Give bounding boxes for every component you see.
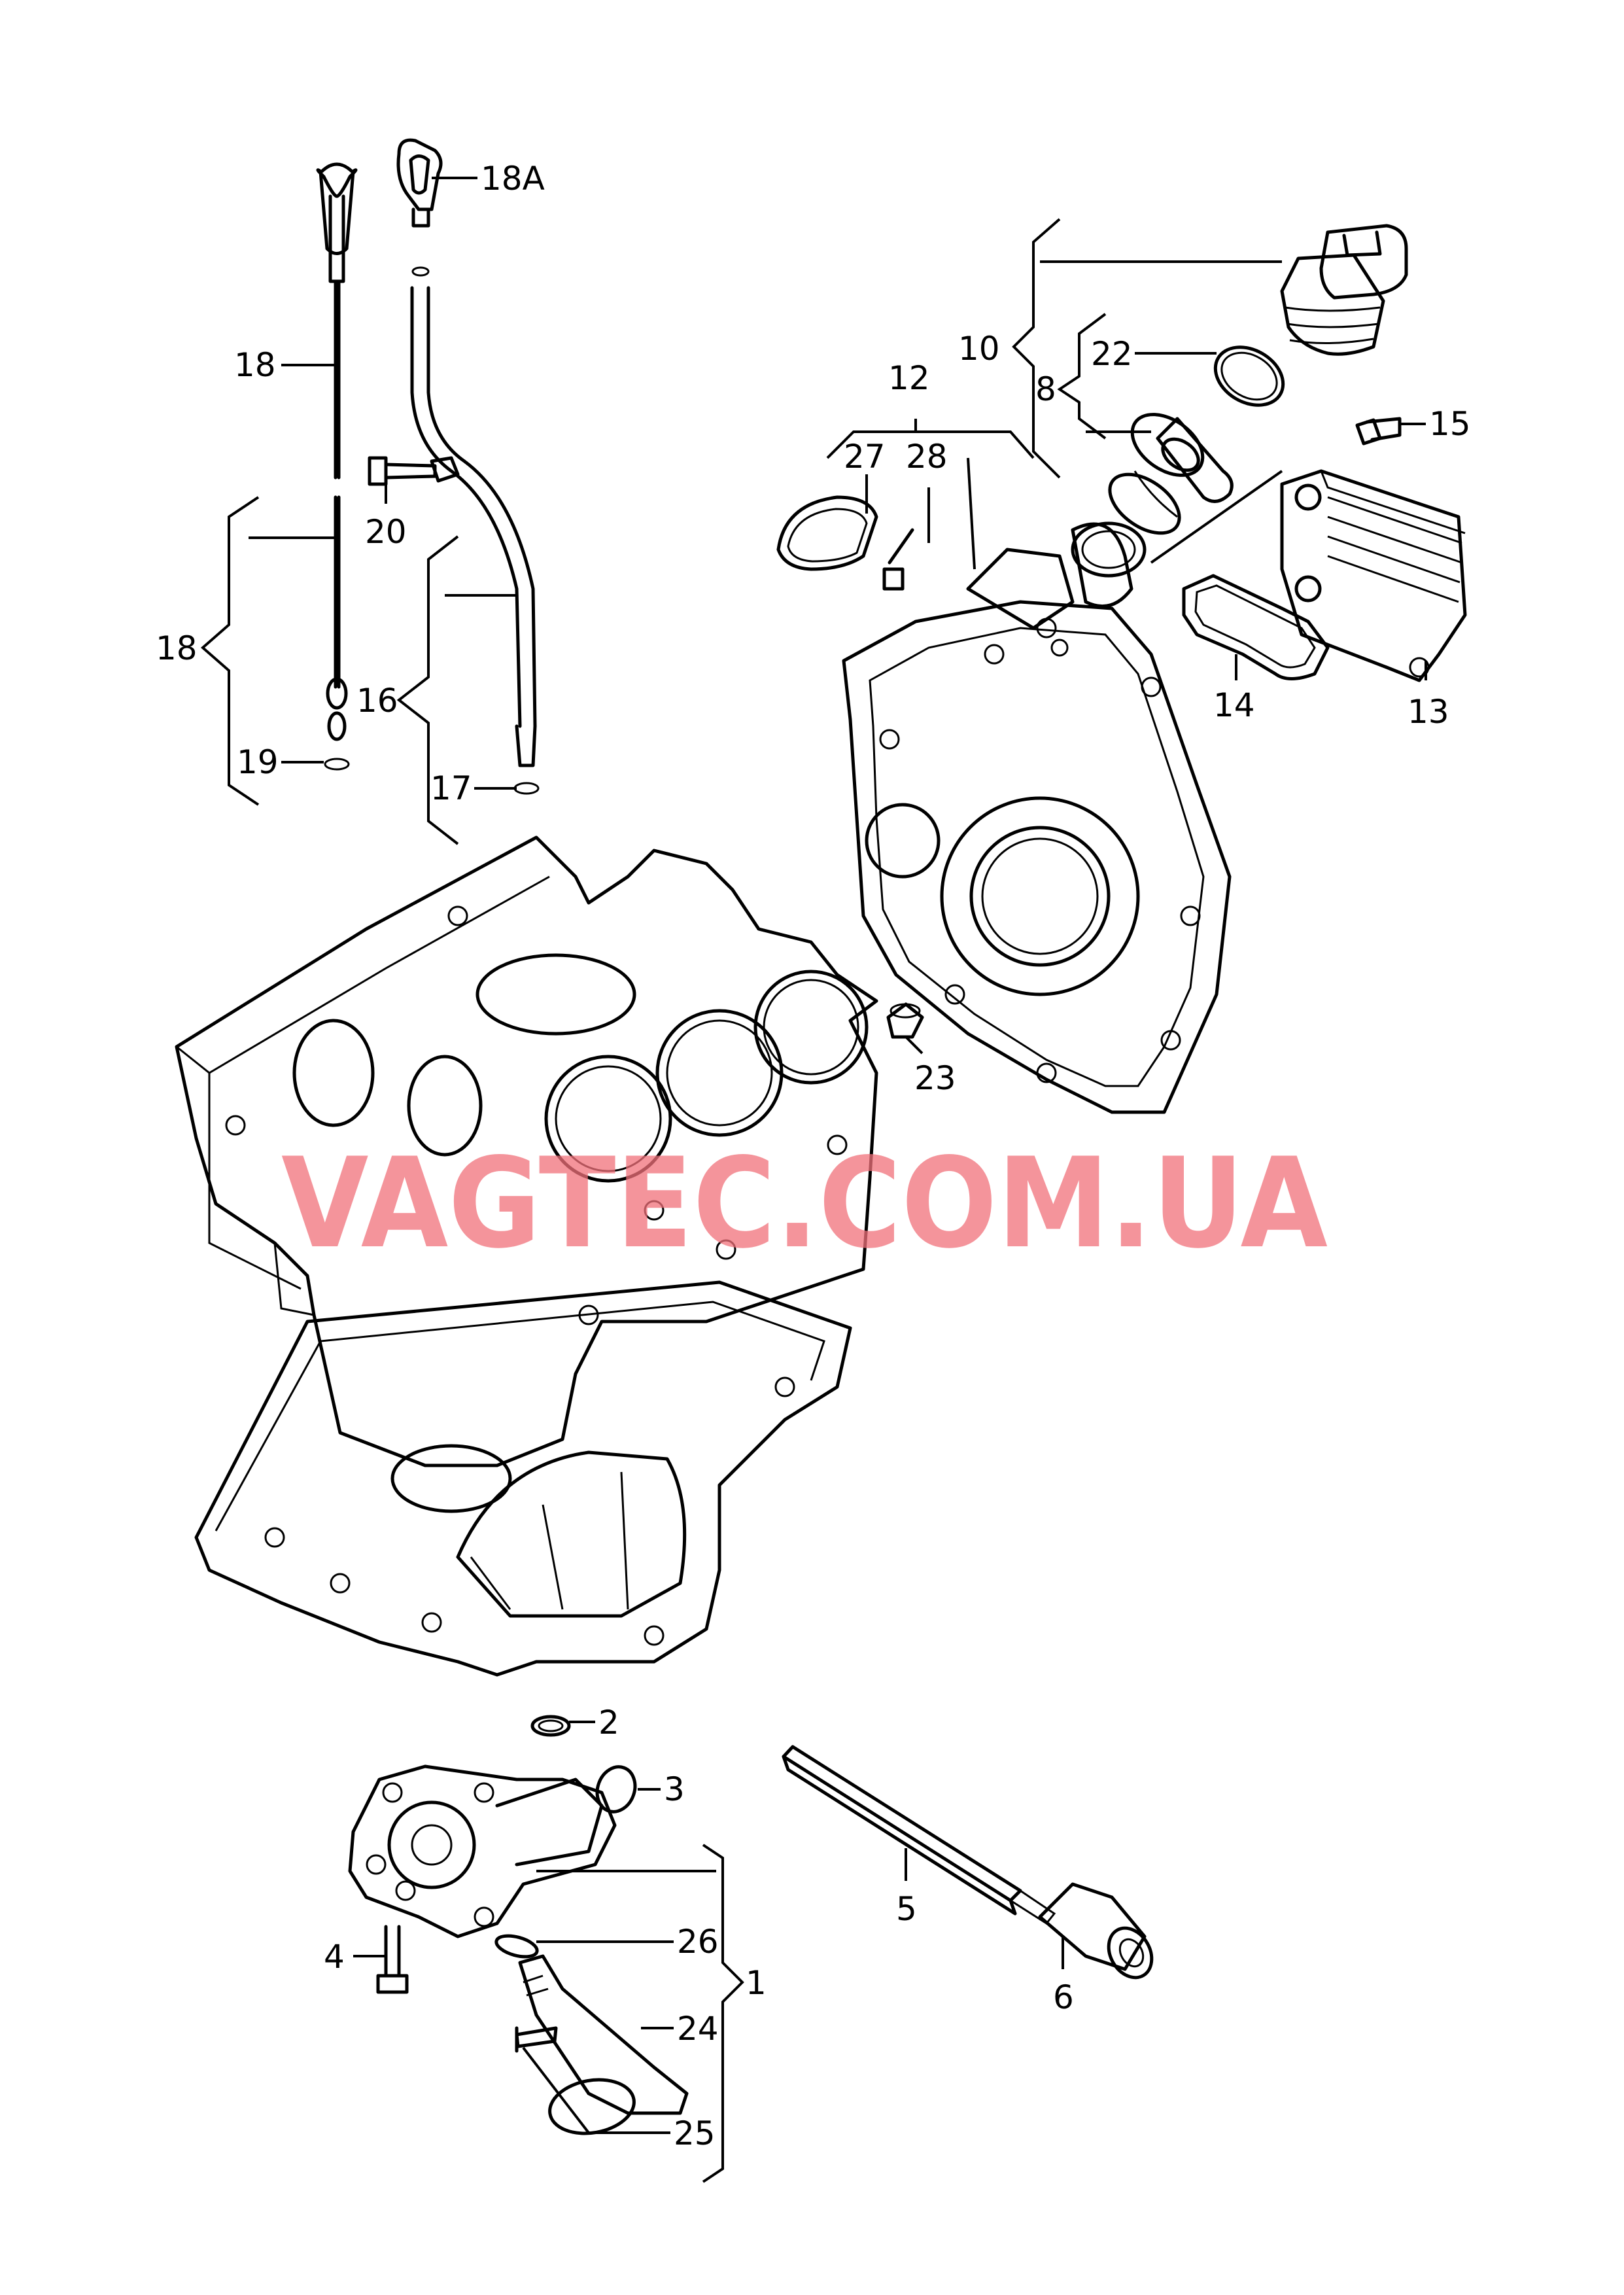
drive-shaft-5 [782,1745,1056,1925]
oil-filter-bracket-12 [966,521,1147,657]
callout-19: 19 [237,743,279,781]
callout-27: 27 [844,438,886,476]
callout-12: 12 [888,359,930,397]
leader-lines [200,177,1427,2183]
coupling-6 [1038,1882,1154,1980]
callout-labels: 18A 18 18 19 20 16 17 12 27 28 10 8 22 1… [156,160,1471,2152]
callout-17: 17 [430,769,472,807]
dipstick-18 [316,162,358,771]
callout-20: 20 [365,513,407,551]
seal-2 [530,1715,571,1737]
oil-filter-element-8 [1108,413,1234,535]
callout-25: 25 [674,2114,716,2152]
oil-pan [194,1280,852,1677]
watermark-text: VAGTEC.COM.UA [281,1131,1328,1276]
bolt-20 [368,456,437,486]
callout-24: 24 [677,2010,719,2048]
callout-10: 10 [958,330,1000,368]
timing-cover [842,600,1232,1114]
callout-18-bracket: 18 [156,629,198,667]
oil-filter-housing-10 [1280,224,1408,356]
callout-2: 2 [598,1704,619,1742]
callout-16: 16 [356,682,398,720]
bolt-4 [376,1925,409,1994]
seal-26 [494,1934,539,1959]
callout-28: 28 [906,438,948,476]
seal-3 [595,1765,637,1813]
gasket-14 [1182,574,1330,680]
callout-26: 26 [677,1923,719,1961]
callout-22: 22 [1091,335,1133,373]
gasket-27 [776,495,878,571]
callout-13: 13 [1408,693,1449,731]
callout-5: 5 [896,1890,917,1928]
sensor-28 [882,528,914,591]
callout-23: 23 [914,1059,956,1097]
oil-cooler-13 [1280,469,1467,682]
bolt-25 [515,2026,558,2053]
callout-14: 14 [1213,686,1255,724]
callout-6: 6 [1053,1978,1074,2016]
callout-3: 3 [664,1770,685,1808]
callout-18a: 18A [481,160,545,198]
dipstick-guide-tube-16 [396,138,540,795]
callout-8: 8 [1035,370,1056,408]
callout-4: 4 [324,1938,345,1976]
bolt-15 [1355,417,1402,446]
callout-18-top: 18 [234,346,276,384]
callout-15: 15 [1429,405,1471,443]
suction-pipe-24 [518,1954,689,2135]
engine-block [175,835,878,1467]
callout-1: 1 [746,1964,767,2002]
oil-pump-1 [348,1764,617,1938]
plug-23 [886,1002,924,1039]
seal-22 [1213,345,1285,407]
